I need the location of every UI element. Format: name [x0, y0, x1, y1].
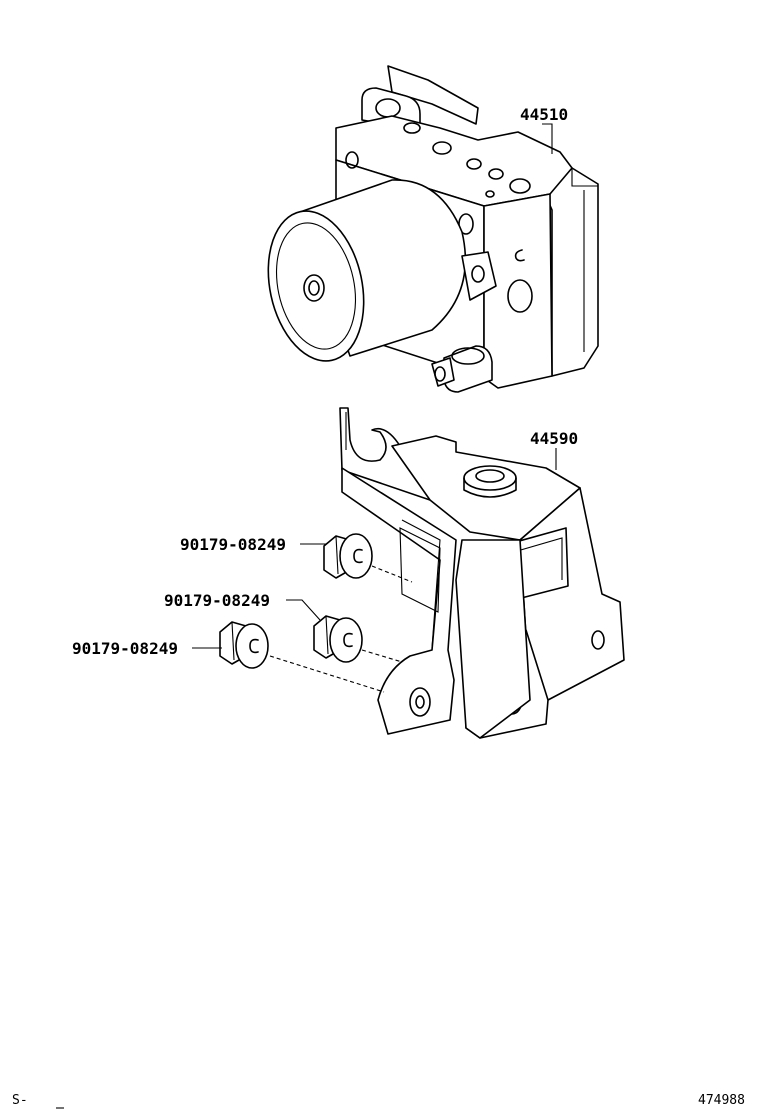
bolt-3-drawing	[219, 621, 269, 669]
part-number-44590: 44590	[530, 429, 578, 448]
bolt-2-axis	[361, 649, 403, 663]
footer-code: S-	[12, 1093, 28, 1108]
bolt-1-drawing	[323, 533, 373, 579]
part-number-bolt-1: 90179-08249	[180, 535, 286, 554]
bolt-1-axis	[371, 565, 413, 583]
bracket-drawing	[339, 407, 625, 739]
part-number-bolt-3: 90179-08249	[72, 639, 178, 658]
part-number-44510: 44510	[520, 105, 568, 124]
bolt-2-drawing	[313, 615, 363, 663]
leader-bolt-2	[286, 599, 321, 621]
leader-44510	[542, 123, 553, 154]
part-number-bolt-2: 90179-08249	[164, 591, 270, 610]
illustration-number: 474988	[698, 1093, 745, 1108]
abs-actuator-drawing	[267, 65, 599, 393]
bolt-3-axis	[269, 655, 385, 693]
